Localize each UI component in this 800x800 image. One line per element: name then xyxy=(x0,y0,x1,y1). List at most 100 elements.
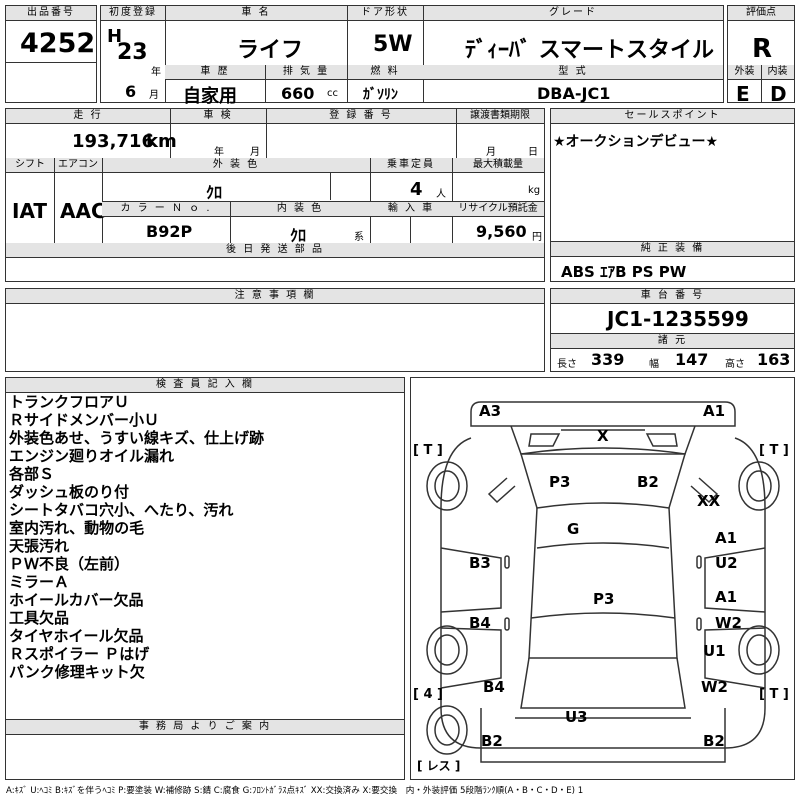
score-label: 評価点 xyxy=(728,6,794,21)
grade: ﾃﾞｨｰﾊﾞ スマートスタイル xyxy=(465,38,714,63)
remark-line: タイヤホイール欠品 xyxy=(9,627,144,645)
history: 自家用 xyxy=(183,86,237,107)
later-parts-label: 後 日 発 送 部 品 xyxy=(6,243,544,258)
era: H xyxy=(107,26,123,47)
width: 147 xyxy=(675,350,709,369)
grade-label: グレード xyxy=(423,6,723,21)
fuel: ｶﾞｿﾘﾝ xyxy=(363,87,398,103)
lot-box: 出品番号 4252 xyxy=(5,5,97,103)
damage-mark: P3 xyxy=(549,473,570,491)
remark-line: パンク修理キット欠 xyxy=(9,663,145,681)
car-damage-diagram: A3 A1 X P3 B2 XX G B3 A1 U2 P3 B4 A1 W2 … xyxy=(413,401,789,773)
width-label: 幅 xyxy=(649,359,659,370)
spec-label: 諸 元 xyxy=(551,334,794,349)
shift: IAT xyxy=(12,199,48,223)
height-label: 高さ xyxy=(725,359,745,370)
damage-mark: B2 xyxy=(481,732,503,750)
inspector-remarks: トランクフロアＵ Ｒサイドメンバー小Ｕ 外装色あせ、うすい線キズ、仕上げ跡 エン… xyxy=(9,393,264,681)
damage-mark: U3 xyxy=(565,708,588,726)
import-label: 輸 入 車 xyxy=(370,202,452,217)
notes-box: 注 意 事 項 欄 xyxy=(5,288,545,372)
year-unit: 年 xyxy=(151,67,161,78)
car-name: ライフ xyxy=(237,38,304,63)
tire-mark: [ レス ] xyxy=(417,759,460,773)
length-label: 長さ xyxy=(557,359,577,370)
damage-mark: A3 xyxy=(479,402,501,420)
reg-year: 23 xyxy=(117,40,148,65)
damage-mark: B3 xyxy=(469,554,491,572)
damage-mark: B2 xyxy=(637,473,659,491)
ext-color: ｸﾛ xyxy=(206,183,223,202)
inspector-label: 検 査 員 記 入 欄 xyxy=(6,378,404,393)
notes-label: 注 意 事 項 欄 xyxy=(6,289,544,304)
damage-mark: A1 xyxy=(703,402,725,420)
sales-point-box: セールスポイント ★オークションデビュー★ 純 正 装 備 ABS ｴｱB PS… xyxy=(550,108,795,282)
tire-mark: [ 4 ] xyxy=(413,687,443,702)
reg-no-label: 登 録 番 号 xyxy=(266,109,456,124)
damage-mark: A1 xyxy=(715,588,737,606)
chassis-box: 車 台 番 号 JC1-1235599 諸 元 長さ 339 幅 147 高さ … xyxy=(550,288,795,372)
interior-grade: D xyxy=(770,82,787,106)
length: 339 xyxy=(591,350,625,369)
remark-line: ダッシュ板のり付 xyxy=(9,483,130,501)
mileage-unit: km xyxy=(146,131,177,152)
int-color-unit: 系 xyxy=(354,232,364,243)
color-no: B92P xyxy=(146,222,193,241)
score-box: 評価点 R 外装 内装 E D xyxy=(727,5,795,106)
tire-mark: [ T ] xyxy=(759,687,789,702)
remark-line: ミラーＡ xyxy=(9,573,70,591)
load-label: 最大積載量 xyxy=(452,158,544,173)
recycle-label: リサイクル預託金 xyxy=(452,202,544,217)
damage-mark: B4 xyxy=(483,678,505,696)
inspection-label: 車 検 xyxy=(170,109,266,124)
damage-diagram-box: A3 A1 X P3 B2 XX G B3 A1 U2 P3 B4 A1 W2 … xyxy=(410,377,795,780)
equipment-label: 純 正 装 備 xyxy=(551,242,794,257)
remark-line: シートタバコ穴小、へたり、汚れ xyxy=(9,501,234,519)
tire-mark: [ T ] xyxy=(759,443,789,458)
lot-number: 4252 xyxy=(20,28,96,59)
remark-line: ＰＷ不良（左前） xyxy=(9,555,130,573)
damage-mark: X xyxy=(597,427,609,445)
lot-label: 出品番号 xyxy=(6,6,96,21)
score: R xyxy=(752,34,773,64)
ext-color-label: 外 装 色 xyxy=(102,158,370,173)
damage-mark: XX xyxy=(697,492,721,510)
model: DBA-JC1 xyxy=(537,84,611,103)
displacement-unit: cc xyxy=(327,88,338,99)
transfer-day-unit: 日 xyxy=(528,147,538,158)
remark-line: Ｒサイドメンバー小Ｕ xyxy=(9,411,160,429)
first-reg-label: 初度登録 xyxy=(101,6,165,21)
inspection-month-unit: 月 xyxy=(250,147,260,158)
tire-mark: [ T ] xyxy=(413,443,443,458)
interior-label: 内装 xyxy=(761,65,794,80)
sales-point-text: ★オークションデビュー★ xyxy=(553,134,719,150)
displacement: 660 xyxy=(281,84,315,103)
load-unit: kg xyxy=(528,185,541,196)
remark-line: Ｒスポイラー Ｐはげ xyxy=(9,645,150,663)
remark-line: 各部Ｓ xyxy=(9,465,55,483)
ac-label: エアコン xyxy=(54,158,102,173)
month-unit: 月 xyxy=(149,90,159,101)
remark-line: 室内汚れ、動物の毛 xyxy=(9,519,145,537)
remark-line: トランクフロアＵ xyxy=(9,393,130,411)
remark-line: 工具欠品 xyxy=(9,609,70,627)
door-label: ドア形状 xyxy=(347,6,423,21)
history-label: 車 歴 xyxy=(165,65,265,80)
damage-mark: W2 xyxy=(701,678,728,696)
inspection-year-unit: 年 xyxy=(214,147,224,158)
ac: AAC xyxy=(60,199,106,223)
mileage: 193,716 xyxy=(72,131,154,152)
sales-point-label: セールスポイント xyxy=(551,109,794,124)
detail-box: 走 行 車 検 登 録 番 号 譲渡書類期限 193,716 km 年 月 月 … xyxy=(5,108,545,282)
office-label: 事 務 局 よ り ご 案 内 xyxy=(6,720,404,735)
transfer-label: 譲渡書類期限 xyxy=(456,109,544,124)
transfer-month-unit: 月 xyxy=(486,147,496,158)
legend: A:ｷｽﾞ U:ﾍｺﾐ B:ｷｽﾞを伴うﾍｺﾐ P:要塗装 W:補修跡 S:錆 … xyxy=(6,786,584,796)
vehicle-info-box: 初度登録 車 名 ドア形状 グレード H 23 年 6 月 ライフ 5W ﾃﾞｨ… xyxy=(100,5,724,107)
capacity: 4 xyxy=(410,179,423,200)
inspector-box: 検 査 員 記 入 欄 トランクフロアＵ Ｒサイドメンバー小Ｕ 外装色あせ、うす… xyxy=(5,377,405,780)
shift-label: シフト xyxy=(6,158,54,173)
displacement-label: 排 気 量 xyxy=(265,65,347,80)
remark-line: エンジン廻りオイル漏れ xyxy=(9,447,175,465)
remark-line: ホイールカバー欠品 xyxy=(9,591,144,609)
